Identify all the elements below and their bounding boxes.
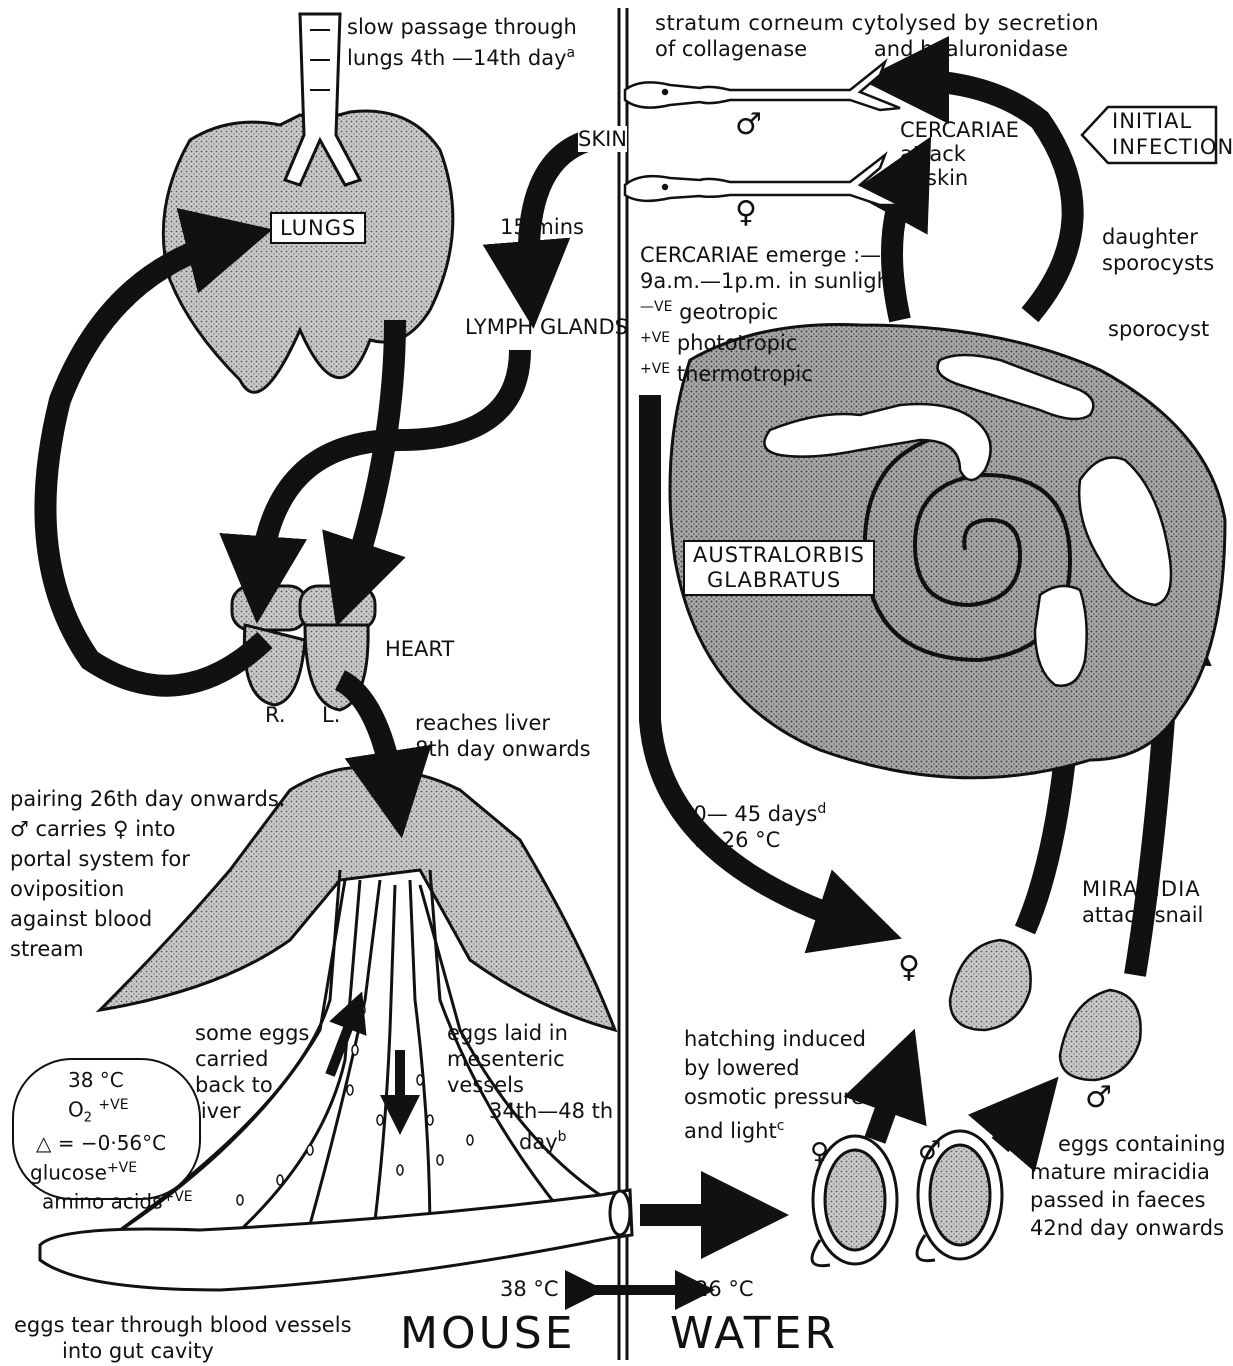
male-symbol-miracidium: ♂ bbox=[1085, 1085, 1112, 1111]
cercariae-male bbox=[625, 62, 900, 110]
top-note: stratum corneum cytolysed by secretion o… bbox=[655, 10, 1099, 62]
daughter-sporocysts-label: daughter sporocysts bbox=[1102, 224, 1214, 276]
heart-l-label: L. bbox=[322, 702, 340, 728]
male-symbol-top: ♂ bbox=[735, 112, 762, 138]
hatching-note: hatching induced by lowered osmotic pres… bbox=[684, 1025, 866, 1146]
lymph-glands-label: LYMPH GLANDS bbox=[465, 314, 628, 340]
arrow-initial-infection bbox=[905, 80, 1073, 315]
female-symbol-miracidium: ♀ bbox=[898, 955, 920, 981]
cercariae-emerge: CERCARIAE emerge :— 9a.m.—1p.m. in sunli… bbox=[640, 242, 898, 387]
heart-label: HEART bbox=[385, 636, 454, 662]
lungs-note-line-1: slow passage through bbox=[347, 14, 577, 40]
arrow-skin-lymph bbox=[529, 140, 590, 285]
arrow-eggs-hatch bbox=[875, 1070, 900, 1140]
cercariae-attack: CERCARIAE attack skin bbox=[900, 118, 1019, 190]
pairing-note: pairing 26th day onwards. ♂ carries ♀ in… bbox=[10, 784, 285, 964]
liver-note: reaches liver 8th day onwards bbox=[415, 710, 591, 762]
female-symbol-top: ♀ bbox=[735, 200, 757, 226]
eggs-passed-note: eggs containing mature miracidia passed … bbox=[1030, 1130, 1226, 1242]
miracidia-label: MIRACIDIA attack snail bbox=[1082, 876, 1203, 928]
initial-infection-label: INITIAL INFECTION bbox=[1112, 108, 1233, 160]
water-section-label: WATER bbox=[670, 1308, 838, 1359]
some-eggs-note: some eggs carried back to liver bbox=[195, 1020, 309, 1124]
lungs-label: LUNGS bbox=[270, 212, 366, 244]
incubation-note: 20— 45 daysd at 26 °C bbox=[680, 796, 826, 853]
miracidium-female bbox=[950, 940, 1031, 1030]
female-symbol-egg: ♀ bbox=[810, 1140, 829, 1166]
lungs-note: slow passage through lungs 4th —14th day… bbox=[347, 14, 577, 71]
temp-right: 26 °C bbox=[695, 1276, 754, 1302]
cercariae-female bbox=[625, 155, 900, 205]
conditions-text: 38 °C O2 +VE △ = −0·56°C glucose+VE amin… bbox=[30, 1068, 193, 1215]
sporocyst-label: sporocyst bbox=[1108, 316, 1209, 342]
male-symbol-egg: ♂ bbox=[918, 1138, 941, 1164]
miracidium-male bbox=[1060, 990, 1141, 1080]
lungs-note-line-2: lungs 4th —14th daya bbox=[347, 40, 577, 71]
mouse-section-label: MOUSE bbox=[400, 1308, 576, 1359]
skin-time: 15 mins bbox=[500, 214, 584, 240]
gut-note: eggs tear through blood vessels into gut… bbox=[14, 1312, 352, 1364]
snail-name: AUSTRALORBIS GLABRATUS bbox=[683, 540, 875, 596]
temp-left: 38 °C bbox=[500, 1276, 559, 1302]
eggs-laid-note: eggs laid in mesenteric vessels 34th—48 … bbox=[447, 1020, 613, 1155]
arrow-eggs-hatch-2 bbox=[1000, 1110, 1030, 1145]
heart-r-label: R. bbox=[265, 702, 286, 728]
skin-label: SKIN bbox=[578, 126, 627, 152]
